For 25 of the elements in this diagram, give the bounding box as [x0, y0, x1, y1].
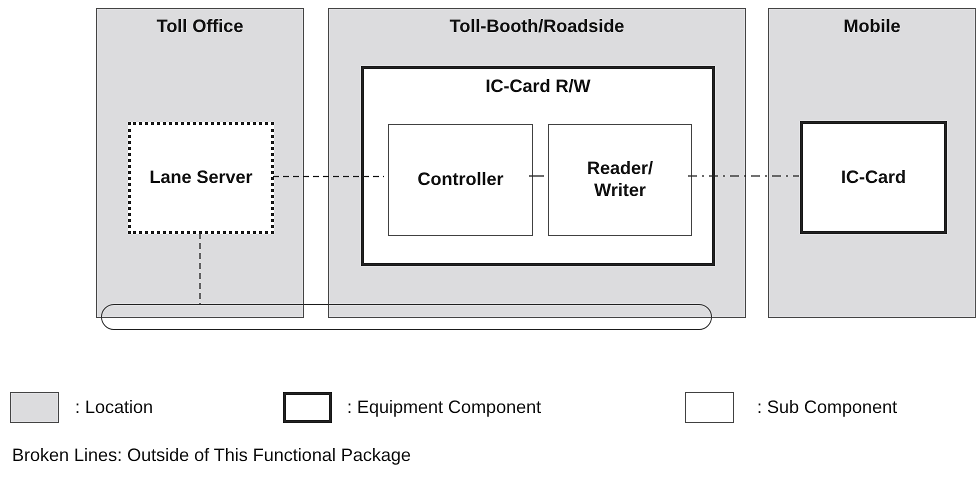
- box-label: Controller: [417, 169, 504, 191]
- location-panel: [96, 8, 304, 318]
- connector-line: [688, 175, 799, 177]
- box-label: Lane Server: [149, 167, 253, 189]
- component-box: [388, 124, 533, 236]
- note-text: Broken Lines: Outside of This Functional Package: [12, 444, 411, 466]
- equipment-box: [800, 121, 947, 234]
- legend-text: : Location: [75, 396, 154, 418]
- connector-line: [529, 175, 544, 177]
- box-heading: IC-Card R/W: [484, 75, 592, 98]
- server-box: [128, 122, 274, 234]
- rounded-bar: [101, 304, 712, 330]
- component-box: [548, 124, 692, 236]
- box-heading: Toll Office: [156, 15, 244, 38]
- connector-line: [199, 233, 201, 304]
- connector-line: [273, 176, 384, 178]
- legend-text: : Sub Component: [757, 396, 898, 418]
- location-panel: [768, 8, 976, 318]
- box-heading: Toll-Booth/Roadside: [448, 15, 626, 38]
- box-label: IC-Card: [840, 166, 906, 188]
- legend-text: : Equipment Component: [347, 396, 542, 418]
- box-label: Reader/ Writer: [586, 158, 654, 202]
- box-heading: Mobile: [842, 15, 902, 38]
- equipment-box: [361, 66, 715, 266]
- location-panel: [328, 8, 746, 318]
